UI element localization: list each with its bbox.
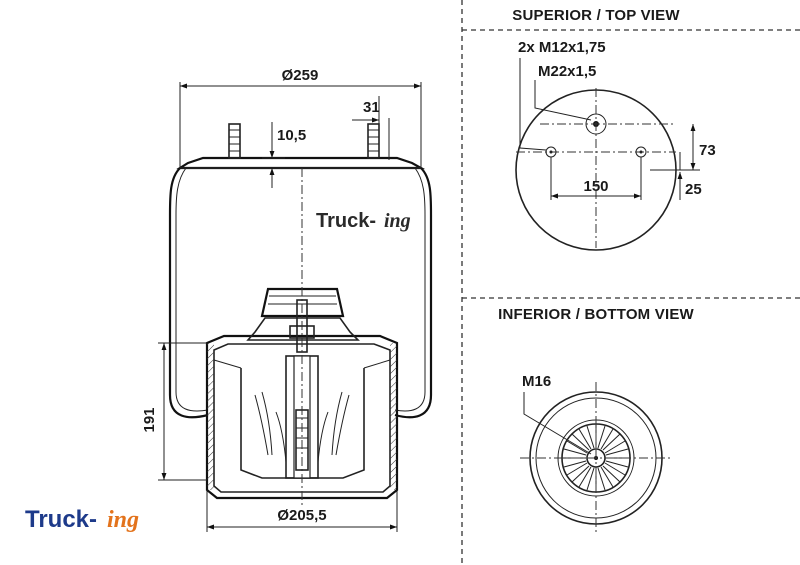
bottom-thread-label: M16 — [522, 373, 551, 390]
stud-thread-leader — [519, 58, 547, 151]
bellow-left — [168, 167, 209, 419]
brand-logo-part1: Truck- — [25, 506, 97, 533]
bottom-thread-leader — [523, 392, 592, 455]
bellow-logo: Truck- ing — [316, 210, 411, 232]
top-view: SUPERIOR / TOP VIEW 2x M12x1,75 M22x1,5 … — [512, 7, 716, 251]
top-view-title: SUPERIOR / TOP VIEW — [512, 7, 680, 24]
bumper-cap — [260, 287, 345, 318]
stud-left — [228, 123, 241, 159]
side-view: Ø259 31 10,5 191 Ø205,5 Truck- ing — [141, 67, 433, 532]
bellow-logo-part1: Truck- — [316, 210, 376, 232]
brand-logo-part2: ing — [107, 507, 139, 533]
offset-b-label: 25 — [685, 181, 702, 198]
offset-a-label: 73 — [699, 142, 716, 159]
bottom-diameter-label: Ø205,5 — [277, 507, 326, 524]
bellow-logo-part2: ing — [384, 210, 411, 232]
bottom-view-title: INFERIOR / BOTTOM VIEW — [498, 306, 694, 323]
center-thread-label: M22x1,5 — [538, 63, 596, 80]
stud-offset-label: 31 — [363, 99, 380, 116]
plate-thickness-label: 10,5 — [277, 127, 306, 144]
top-diameter-label: Ø259 — [282, 67, 319, 84]
bottom-view: INFERIOR / BOTTOM VIEW — [498, 306, 694, 534]
bellow-right — [394, 167, 433, 419]
stud-thread-label: 2x M12x1,75 — [518, 39, 606, 56]
brand-logo: Truck- ing — [25, 506, 139, 533]
stud-right — [367, 123, 380, 159]
stud-spacing-label: 150 — [583, 178, 608, 195]
height-label: 191 — [141, 407, 158, 432]
top-plate — [176, 156, 426, 170]
